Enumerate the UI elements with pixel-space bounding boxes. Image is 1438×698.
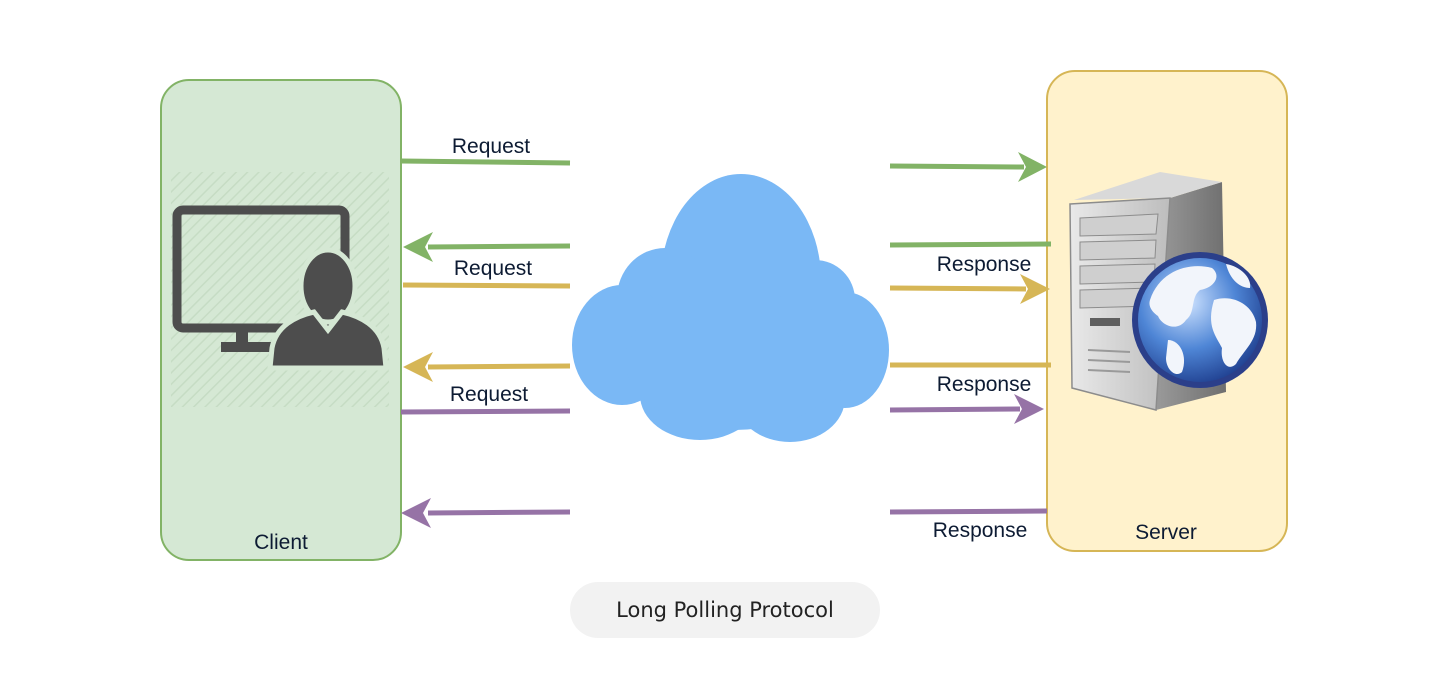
response-1-arrowhead (403, 232, 433, 262)
response-1-client-arrow (427, 243, 571, 250)
cloud-icon (572, 174, 889, 442)
response-1-flow: Response (403, 232, 1052, 276)
request-2-client-line (402, 282, 571, 289)
request-1-client-line (400, 158, 571, 166)
response-1-label: Response (937, 253, 1032, 276)
client-node: Client (160, 79, 402, 561)
response-1-server-line (889, 241, 1052, 248)
diagram-caption: Long Polling Protocol (616, 598, 834, 622)
request-3-server-arrow (889, 406, 1021, 413)
response-3-server-line (889, 508, 1048, 515)
request-1-flow: Request (400, 135, 1047, 182)
request-3-flow: Request (400, 383, 1044, 424)
user-monitor-icon (172, 205, 389, 371)
client-label: Client (254, 531, 308, 554)
server-node: Server (1046, 70, 1288, 552)
response-3-flow: Response (401, 498, 1048, 542)
caption-pill: Long Polling Protocol (570, 582, 880, 638)
request-2-arrowhead (1020, 274, 1050, 304)
request-1-server-arrow (889, 163, 1025, 170)
request-1-arrowhead (1018, 152, 1047, 182)
server-globe-icon (1069, 172, 1268, 411)
response-2-client-arrow (427, 363, 571, 370)
request-2-flow: Request (402, 257, 1050, 304)
response-3-label: Response (933, 519, 1028, 542)
response-2-label: Response (937, 373, 1032, 396)
request-2-server-arrow (889, 285, 1027, 292)
response-3-client-arrow (427, 509, 571, 516)
response-2-arrowhead (403, 352, 433, 382)
request-2-label: Request (454, 257, 532, 280)
server-label: Server (1135, 521, 1197, 544)
request-1-label: Request (452, 135, 530, 158)
request-3-label: Request (450, 383, 528, 406)
request-3-arrowhead (1014, 394, 1044, 424)
response-2-flow: Response (403, 352, 1051, 396)
request-3-client-line (400, 408, 571, 415)
response-3-arrowhead (401, 498, 431, 528)
